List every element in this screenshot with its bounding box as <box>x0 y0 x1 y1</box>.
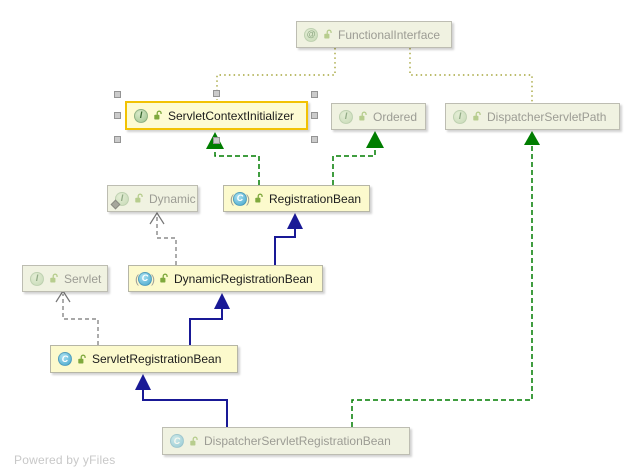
node-label: RegistrationBean <box>269 191 362 206</box>
edge-implements-dispatcherservletregistrationbean-dispatcherservletpath[interactable] <box>351 145 533 427</box>
annotation-icon-glyph: @ <box>306 29 316 39</box>
node-label: ServletContextInitializer <box>168 108 295 123</box>
unlocked-padlock-icon <box>50 273 58 283</box>
class-icon-glyph: C <box>61 353 69 364</box>
selection-handle-mid-left[interactable] <box>114 112 121 119</box>
interface-icon: I <box>30 271 44 286</box>
interface-icon-glyph: I <box>35 273 39 283</box>
abstract-class-icon: ( C ) <box>230 191 250 206</box>
node-dynamic[interactable]: I Dynamic <box>107 185 198 212</box>
interface-icon: I <box>339 109 353 124</box>
edge-extends-servletregistrationbean-dynamicregistrationbean[interactable] <box>189 308 223 345</box>
interface-icon: I <box>453 109 467 124</box>
unlocked-padlock-icon <box>154 110 162 120</box>
node-servlet[interactable]: I Servlet <box>22 265 108 292</box>
selection-handle-top-center[interactable] <box>213 90 220 97</box>
node-servlet-registration-bean[interactable]: C ServletRegistrationBean <box>50 345 238 373</box>
node-functional-interface[interactable]: @ FunctionalInterface <box>296 21 452 48</box>
yfiles-watermark: Powered by yFiles <box>14 453 116 467</box>
annotation-icon: @ <box>304 27 318 42</box>
edge-implements-registrationbean-servletcontextinitializer[interactable] <box>214 149 260 185</box>
arrowhead-implements-ordered <box>366 131 384 148</box>
unlocked-padlock-icon <box>359 111 367 121</box>
selection-handle-bottom-right[interactable] <box>311 136 318 143</box>
node-label: DynamicRegistrationBean <box>174 271 313 286</box>
unlocked-padlock-icon <box>78 354 86 364</box>
unlocked-padlock-icon <box>160 273 168 283</box>
selection-handle-bottom-center[interactable] <box>213 137 220 144</box>
edge-extends-dispatcherservletregistrationbean-servletregistrationbean[interactable] <box>142 389 228 427</box>
node-dynamic-registration-bean[interactable]: ( C ) DynamicRegistrationBean <box>128 265 323 292</box>
class-icon: C <box>58 352 72 366</box>
selection-handle-top-left[interactable] <box>114 91 121 98</box>
inner-interface-icon: I <box>110 191 129 209</box>
class-icon-glyph: C <box>236 193 244 203</box>
node-dispatcher-servlet-registration-bean[interactable]: C DispatcherServletRegistrationBean <box>162 427 410 455</box>
interface-icon-glyph: I <box>344 111 348 121</box>
interface-icon-glyph: I <box>458 111 462 121</box>
unlocked-padlock-icon <box>190 436 198 446</box>
unlocked-padlock-icon <box>135 193 143 203</box>
arrowhead-extends-registrationbean <box>287 213 303 229</box>
node-label: Servlet <box>64 271 102 286</box>
node-dispatcher-servlet-path[interactable]: I DispatcherServletPath <box>445 103 620 130</box>
node-label: Ordered <box>373 109 418 124</box>
unlocked-padlock-icon <box>324 29 332 39</box>
node-label: FunctionalInterface <box>338 27 441 42</box>
node-label: ServletRegistrationBean <box>92 352 222 366</box>
arrowhead-dependency-dynamic <box>149 211 165 225</box>
edge-implements-registrationbean-ordered[interactable] <box>332 148 376 185</box>
arrowhead-extends-servletregistrationbean <box>135 374 151 390</box>
node-label: DispatcherServletRegistrationBean <box>204 434 391 448</box>
class-icon-glyph: C <box>173 435 181 446</box>
class-icon: C <box>170 434 184 448</box>
edge-annotation-to-servletcontextinitializer[interactable] <box>216 48 336 100</box>
abstract-class-icon: ( C ) <box>135 271 155 286</box>
node-servlet-context-initializer[interactable]: I ServletContextInitializer <box>125 101 308 130</box>
edge-dependency-dynamicregistrationbean-dynamic[interactable] <box>156 216 177 265</box>
edge-extends-dynamicregistrationbean-registrationbean[interactable] <box>274 228 296 265</box>
selection-handle-top-right[interactable] <box>311 91 318 98</box>
edge-dependency-servletregistrationbean-servlet[interactable] <box>62 294 99 345</box>
node-ordered[interactable]: I Ordered <box>331 103 426 130</box>
edge-annotation-to-dispatcherservletpath[interactable] <box>409 48 533 102</box>
selection-handle-bottom-left[interactable] <box>114 136 121 143</box>
unlocked-padlock-icon <box>255 193 263 203</box>
class-icon-glyph: C <box>141 273 149 283</box>
arrowhead-implements-dispatcherservletpath <box>524 131 540 145</box>
node-label: DispatcherServletPath <box>487 109 607 124</box>
interface-icon-glyph: I <box>139 110 143 120</box>
interface-icon-glyph: I <box>120 193 124 203</box>
arrowhead-extends-dynamicregistrationbean <box>214 293 230 309</box>
interface-icon: I <box>134 108 148 123</box>
selection-handle-mid-right[interactable] <box>311 112 318 119</box>
node-registration-bean[interactable]: ( C ) RegistrationBean <box>223 185 370 212</box>
unlocked-padlock-icon <box>473 111 481 121</box>
node-label: Dynamic <box>149 191 196 206</box>
